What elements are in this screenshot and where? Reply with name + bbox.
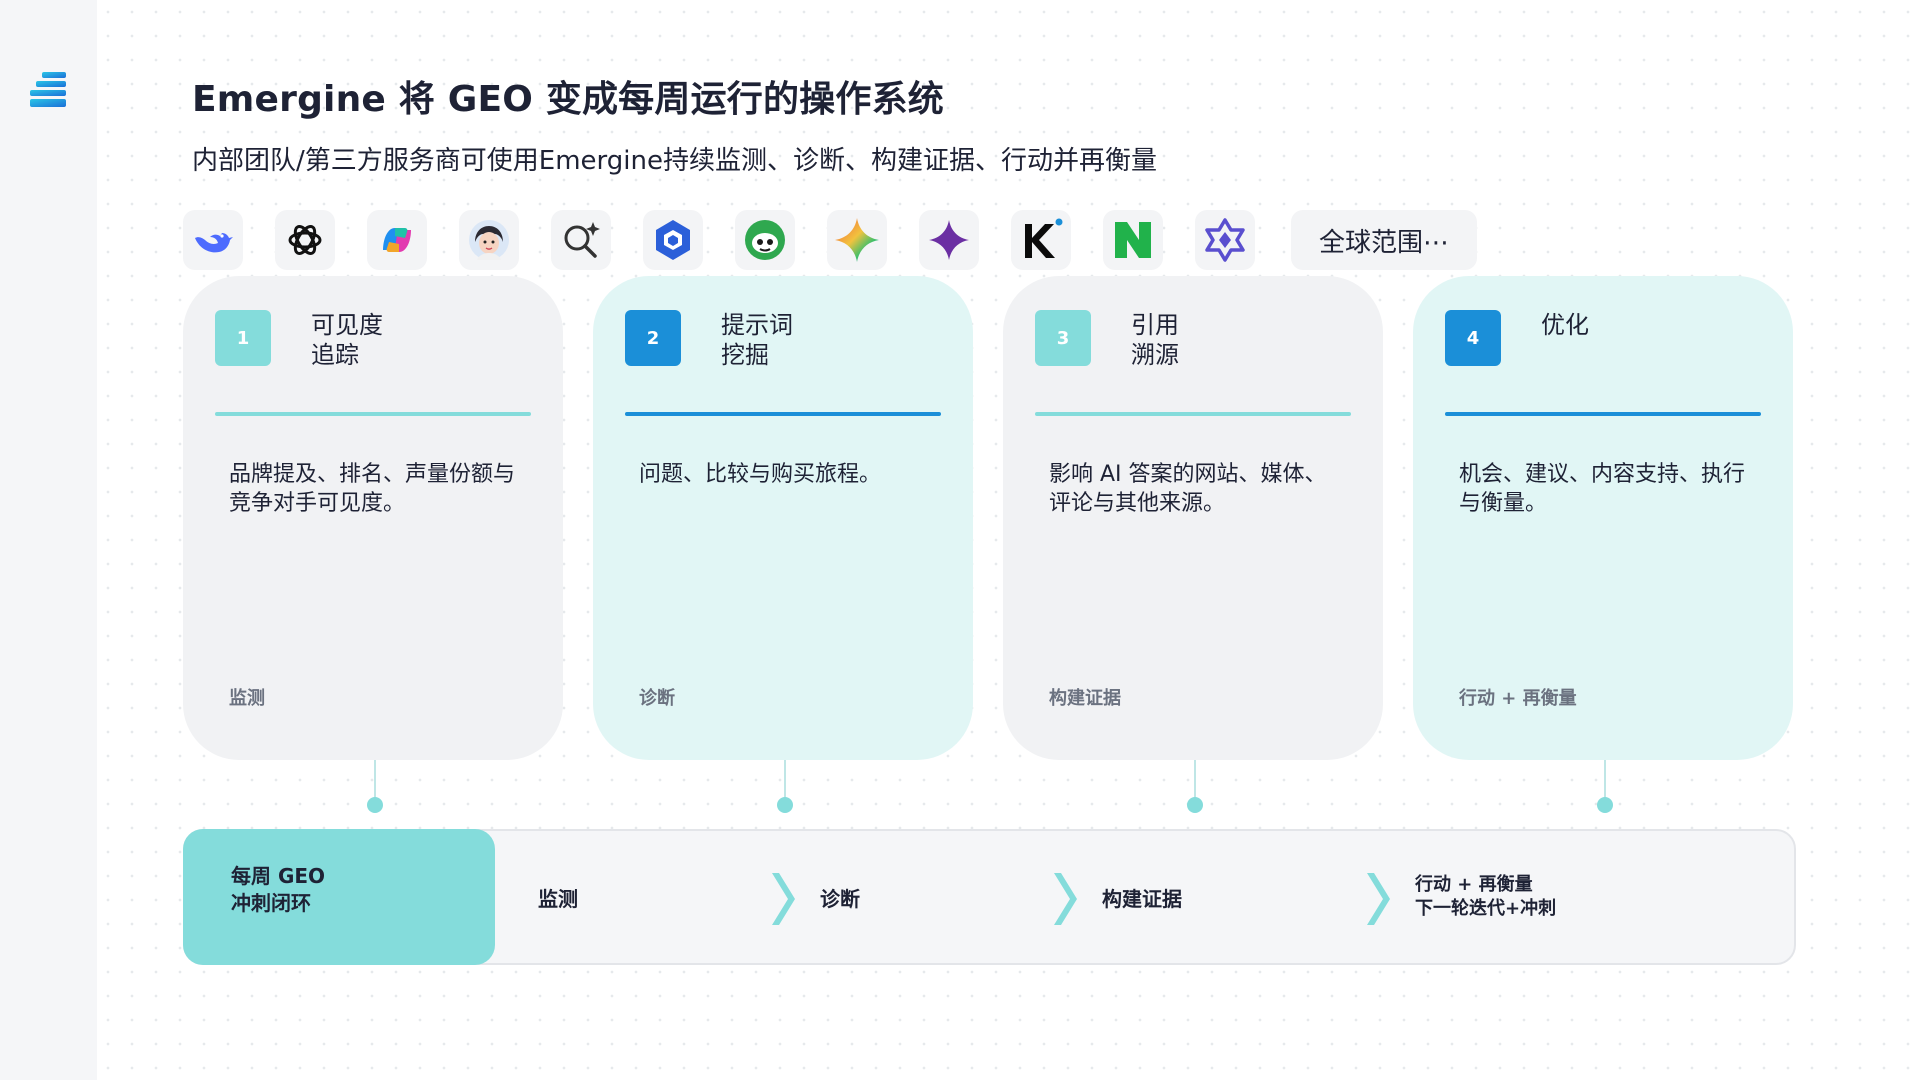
chevron-right-icon bbox=[772, 873, 795, 925]
card-stage-label: 行动 + 再衡量 bbox=[1459, 688, 1577, 709]
naver-icon bbox=[1103, 210, 1163, 270]
page-title: Emergine 将 GEO 变成每周运行的操作系统 bbox=[192, 79, 944, 120]
step-number-badge: 3 bbox=[1035, 310, 1091, 366]
card-divider bbox=[625, 412, 941, 416]
feature-card-visibility: 1 可见度 追踪 品牌提及、排名、声量份额与竞争对手可见度。 监测 bbox=[183, 276, 563, 760]
card-description: 品牌提及、排名、声量份额与竞争对手可见度。 bbox=[229, 462, 516, 516]
chatgpt-icon bbox=[275, 210, 335, 270]
feature-card-optimization: 4 优化 机会、建议、内容支持、执行与衡量。 行动 + 再衡量 bbox=[1413, 276, 1793, 760]
platform-logos: 全球范围⋯ bbox=[183, 210, 1478, 270]
loop-step-act-remeasure: 行动 + 再衡量 下一轮迭代+冲刺 bbox=[1415, 874, 1557, 919]
loop-step-diagnose: 诊断 bbox=[820, 887, 860, 911]
kimi-icon bbox=[1011, 210, 1071, 270]
card-title: 可见度 追踪 bbox=[311, 311, 383, 369]
connector-line bbox=[374, 760, 376, 798]
card-divider bbox=[1445, 412, 1761, 416]
connector-line bbox=[1194, 760, 1196, 798]
connector-dot bbox=[367, 797, 383, 813]
step-number-badge: 1 bbox=[215, 310, 271, 366]
emergine-logo-icon bbox=[30, 72, 66, 107]
card-stage-label: 监测 bbox=[229, 688, 265, 709]
card-description: 机会、建议、内容支持、执行与衡量。 bbox=[1459, 462, 1746, 516]
ai-search-icon bbox=[551, 210, 611, 270]
platforms-more-label: 全球范围⋯ bbox=[1291, 210, 1478, 270]
connector-dot bbox=[777, 797, 793, 813]
card-divider bbox=[1035, 412, 1351, 416]
card-description: 影响 AI 答案的网站、媒体、评论与其他来源。 bbox=[1049, 462, 1327, 516]
connector-dot bbox=[1187, 797, 1203, 813]
card-title: 引用 溯源 bbox=[1131, 311, 1179, 369]
feature-card-prompt-mining: 2 提示词 挖掘 问题、比较与购买旅程。 诊断 bbox=[593, 276, 973, 760]
gemini-icon bbox=[827, 210, 887, 270]
card-title: 提示词 挖掘 bbox=[721, 311, 793, 369]
connector-line bbox=[784, 760, 786, 798]
left-rail bbox=[0, 0, 97, 1080]
purple-sparkle-icon bbox=[919, 210, 979, 270]
card-title: 优化 bbox=[1541, 311, 1589, 339]
loop-step-monitor: 监测 bbox=[538, 887, 578, 911]
connector-line bbox=[1604, 760, 1606, 798]
step-number-badge: 2 bbox=[625, 310, 681, 366]
chevron-right-icon bbox=[1054, 873, 1077, 925]
connector-dot bbox=[1597, 797, 1613, 813]
star-assistant-icon bbox=[1195, 210, 1255, 270]
card-stage-label: 诊断 bbox=[639, 688, 675, 709]
loop-step-build-evidence: 构建证据 bbox=[1102, 887, 1182, 911]
deepseek-icon bbox=[183, 210, 243, 270]
avatar-assistant-icon bbox=[459, 210, 519, 270]
hexagon-assistant-icon bbox=[643, 210, 703, 270]
loop-label: 每周 GEO 冲刺闭环 bbox=[183, 829, 495, 965]
weekly-sprint-loop-bar: 每周 GEO 冲刺闭环 监测 诊断 构建证据 行动 + 再衡量 下一轮迭代+冲刺 bbox=[183, 829, 1796, 965]
feature-card-citation-tracing: 3 引用 溯源 影响 AI 答案的网站、媒体、评论与其他来源。 构建证据 bbox=[1003, 276, 1383, 760]
card-stage-label: 构建证据 bbox=[1049, 688, 1121, 709]
chevron-right-icon bbox=[1367, 873, 1390, 925]
copilot-icon bbox=[367, 210, 427, 270]
frog-assistant-icon bbox=[735, 210, 795, 270]
page-subtitle: 内部团队/第三方服务商可使用Emergine持续监测、诊断、构建证据、行动并再衡… bbox=[192, 146, 1157, 176]
card-description: 问题、比较与购买旅程。 bbox=[639, 462, 882, 487]
step-number-badge: 4 bbox=[1445, 310, 1501, 366]
card-divider bbox=[215, 412, 531, 416]
